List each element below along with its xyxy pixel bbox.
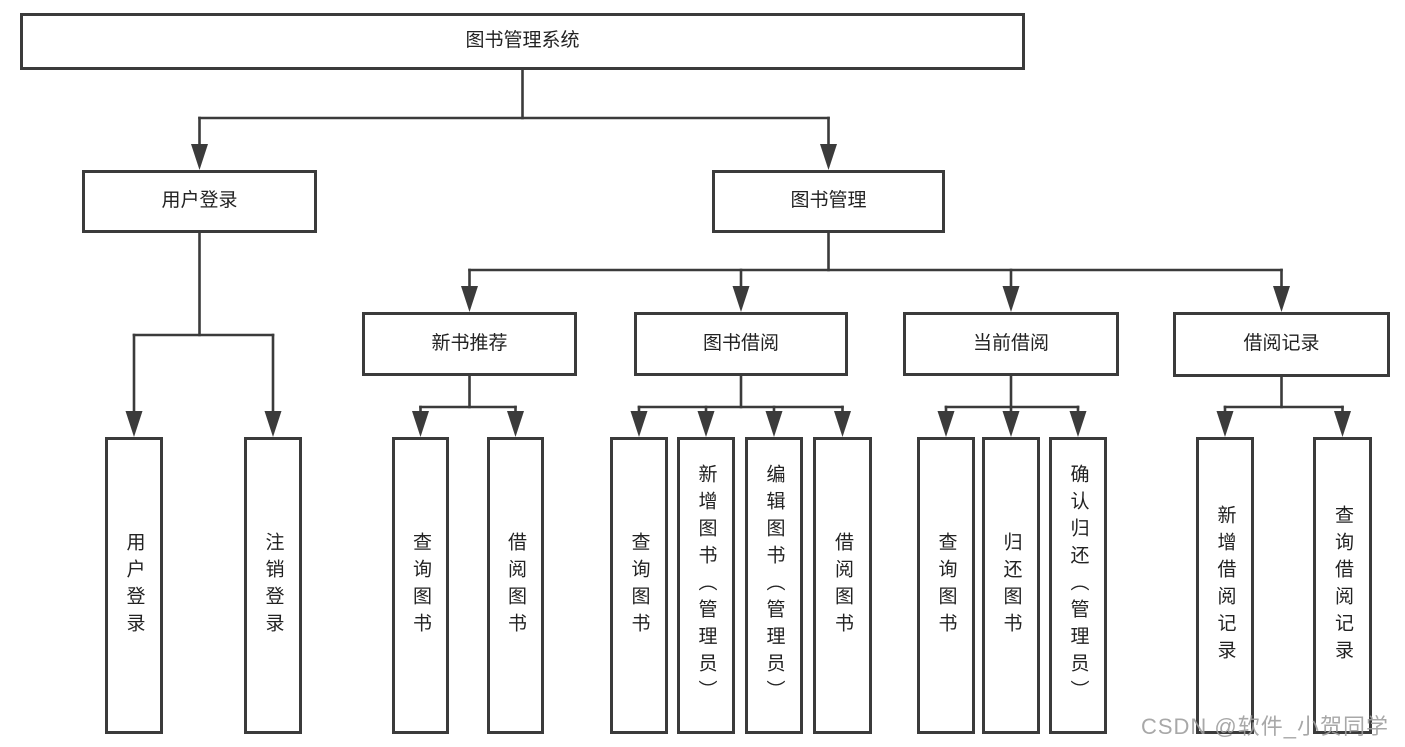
node-current-return-books: 归还图书 <box>982 437 1040 734</box>
node-user-login-group: 用户登录 <box>82 170 317 233</box>
node-borrow-query-books: 查询图书 <box>610 437 668 734</box>
node-current-query-books: 查询图书 <box>917 437 975 734</box>
node-label: 图书借阅 <box>702 332 779 354</box>
node-user-logout: 注销登录 <box>244 437 302 734</box>
node-current-borrow: 当前借阅 <box>903 312 1119 376</box>
node-label: 编辑图书（管理员） <box>763 464 785 707</box>
node-rec-query-books: 查询图书 <box>392 437 449 734</box>
node-label: 归还图书 <box>1000 531 1022 640</box>
node-current-confirm-return: 确认归还（管理员） <box>1049 437 1107 734</box>
node-book-mgmt: 图书管理 <box>712 170 945 233</box>
node-label: 查询借阅记录 <box>1332 504 1353 667</box>
node-rec-borrow-books: 借阅图书 <box>487 437 544 734</box>
node-borrow-add-books: 新增图书（管理员） <box>677 437 735 734</box>
node-label: 新增借阅记录 <box>1214 504 1236 667</box>
node-label: 借阅图书 <box>505 531 526 640</box>
node-label: 查询图书 <box>410 531 431 640</box>
node-new-book-rec: 新书推荐 <box>362 312 577 376</box>
node-user-login: 用户登录 <box>105 437 163 734</box>
node-label: 图书管理 <box>790 190 867 212</box>
node-records-add: 新增借阅记录 <box>1196 437 1254 734</box>
node-label: 借阅记录 <box>1243 333 1320 355</box>
node-borrow-borrow-books: 借阅图书 <box>813 437 872 734</box>
node-label: 图书管理系统 <box>465 30 580 52</box>
node-borrow-edit-books: 编辑图书（管理员） <box>745 437 803 734</box>
node-label: 新增图书（管理员） <box>695 464 717 707</box>
node-label: 当前借阅 <box>972 332 1049 354</box>
watermark: CSDN @软件_小贺同学 <box>1140 714 1389 739</box>
node-book-borrow: 图书借阅 <box>634 312 848 376</box>
node-records-query: 查询借阅记录 <box>1313 437 1372 734</box>
node-label: 注销登录 <box>262 531 284 640</box>
node-label: 借阅图书 <box>832 531 853 640</box>
node-borrow-records: 借阅记录 <box>1173 312 1390 377</box>
node-label: 新书推荐 <box>431 332 508 354</box>
node-label: 确认归还（管理员） <box>1067 464 1089 707</box>
node-root: 图书管理系统 <box>20 13 1025 70</box>
node-label: 查询图书 <box>935 531 957 640</box>
node-label: 用户登录 <box>161 190 238 212</box>
node-label: 用户登录 <box>123 531 145 640</box>
node-label: 查询图书 <box>628 531 650 640</box>
